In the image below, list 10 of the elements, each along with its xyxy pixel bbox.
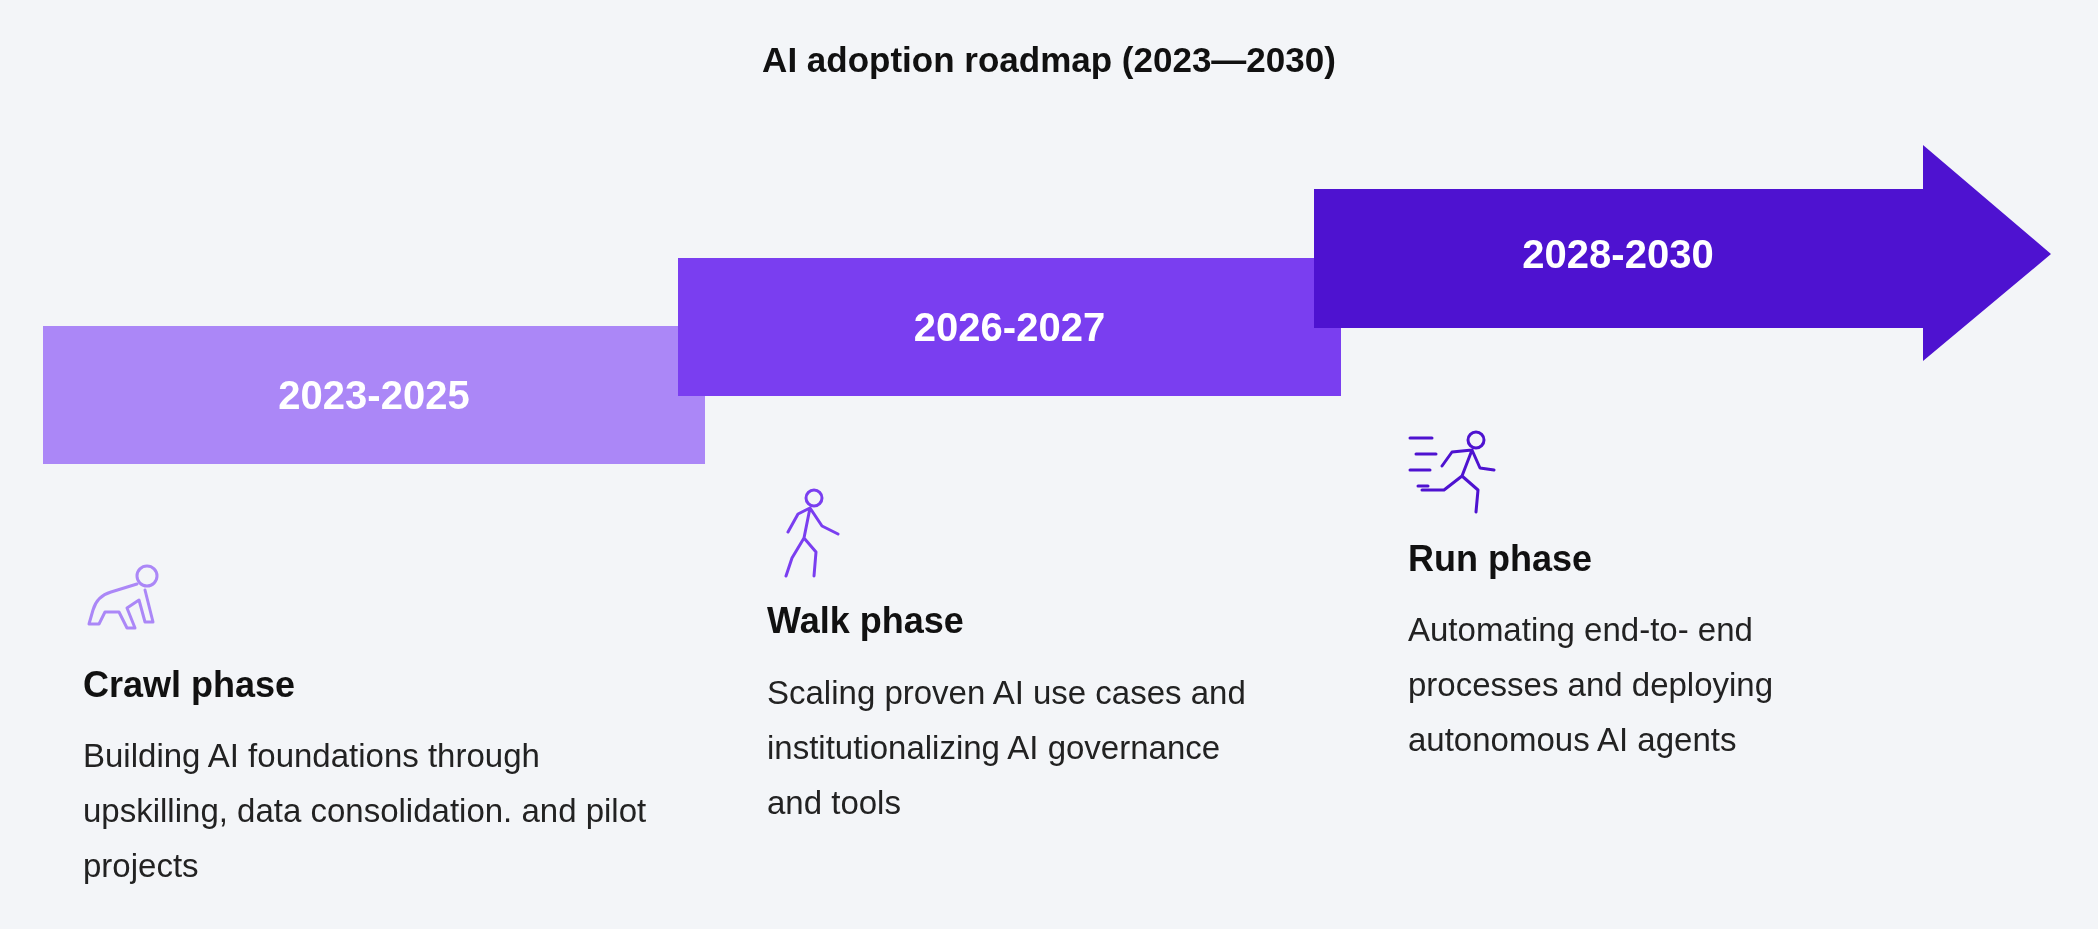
- diagram-title: AI adoption roadmap (2023—2030): [762, 40, 1336, 80]
- phase-heading: Run phase: [1408, 538, 1593, 580]
- year-label: 2028-2030: [1522, 231, 1714, 277]
- year-label: 2026-2027: [913, 304, 1106, 350]
- phase-heading: Crawl phase: [83, 664, 296, 706]
- phase-description: Building AI foundations through upskilling, data consolidation. and pilot projects: [83, 736, 648, 886]
- phase-description: Scaling proven AI use cases and institutionalizing AI governance and tools: [767, 673, 1247, 823]
- phase-heading: Walk phase: [767, 600, 964, 642]
- year-label: 2023-2025: [278, 372, 470, 418]
- phase-description: Automating end-to- end processes and deploying autonomous AI agents: [1408, 610, 1775, 760]
